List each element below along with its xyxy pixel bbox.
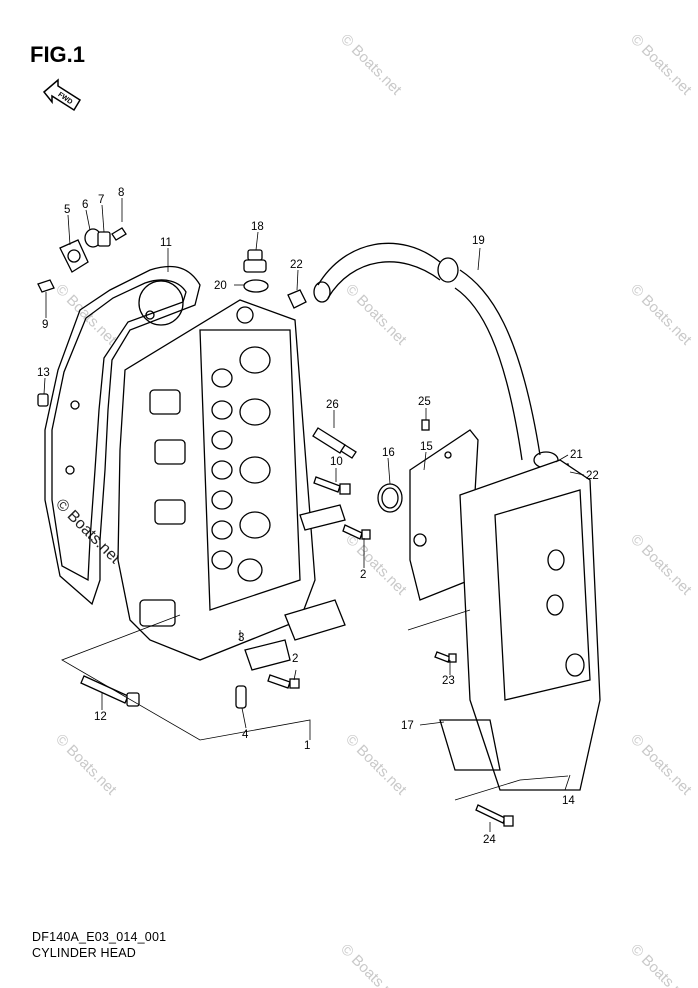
spark-plug (312, 427, 357, 459)
locating-pin (37, 393, 49, 407)
watermark: © Boats.net (342, 281, 410, 349)
watermark: © Boats.net (627, 31, 695, 99)
callout-17: 17 (401, 720, 414, 732)
watermark: © Boats.net (342, 731, 410, 799)
leader-lines (43, 198, 585, 832)
watermark: © Boats.net (627, 731, 695, 799)
callout-14: 14 (562, 795, 575, 807)
callout-8: 8 (118, 187, 124, 199)
dowel-pin (235, 685, 247, 709)
diagram-code: DF140A_E03_014_001 (32, 930, 167, 944)
callout-2: 2 (292, 653, 298, 665)
callout-7: 7 (98, 194, 104, 206)
o-ring (377, 483, 403, 513)
watermark: © Boats.net (627, 531, 695, 599)
callout-3: 3 (238, 632, 244, 644)
fwd-arrow-icon: FWD (42, 78, 82, 112)
figure-title: FIG.1 (30, 42, 86, 67)
callout-13: 13 (37, 367, 50, 379)
watermark: © Boats.net (52, 281, 120, 349)
watermark: © Boats.net (627, 281, 695, 349)
watermark: © Boats.net (52, 731, 120, 799)
callout-9: 9 (42, 319, 48, 331)
cylinder-head (117, 299, 316, 661)
callout-21: 21 (570, 449, 583, 461)
callout-25: 25 (418, 396, 431, 408)
head-cover (459, 459, 601, 791)
watermark: © Boats.net (52, 496, 124, 568)
callout-20: 20 (214, 280, 227, 292)
watermark: © Boats.net (342, 531, 410, 599)
callout-12: 12 (94, 711, 107, 723)
callout-10: 10 (330, 456, 343, 468)
camshaft-lobes (211, 346, 271, 582)
callout-2: 2 (360, 569, 366, 581)
callout-23: 23 (442, 675, 455, 687)
callout-16: 16 (382, 447, 395, 459)
cover-bolts (421, 419, 514, 827)
callout-26: 26 (326, 399, 339, 411)
head-bolt (80, 675, 140, 707)
callout-labels: 1 2 2 3 4 5 6 7 8 9 10 11 12 13 14 15 16… (37, 187, 599, 846)
cam-caps (244, 504, 346, 671)
callout-15: 15 (420, 441, 433, 453)
callout-5: 5 (64, 204, 70, 216)
callout-1: 1 (304, 740, 310, 752)
head-gasket (44, 265, 201, 606)
callout-19: 19 (472, 235, 485, 247)
breather-hose (313, 242, 559, 469)
bolt (267, 476, 371, 689)
callout-6: 6 (82, 199, 88, 211)
callout-4: 4 (242, 729, 249, 741)
thermostat-cover (37, 227, 127, 293)
watermark: © Boats.net (627, 941, 695, 988)
head-cover-gasket (439, 719, 501, 771)
watermark: © Boats.net (337, 31, 405, 99)
callout-24: 24 (483, 834, 496, 846)
watermark: © Boats.net (337, 941, 405, 988)
callout-22: 22 (290, 259, 303, 271)
exhaust-ports (139, 389, 186, 627)
diagram-name: CYLINDER HEAD (32, 946, 137, 960)
callout-18: 18 (251, 221, 264, 233)
cover-gasket (409, 429, 479, 601)
callout-22: 22 (586, 470, 599, 482)
plug-and-oring (243, 249, 269, 293)
callout-11: 11 (160, 237, 172, 249)
